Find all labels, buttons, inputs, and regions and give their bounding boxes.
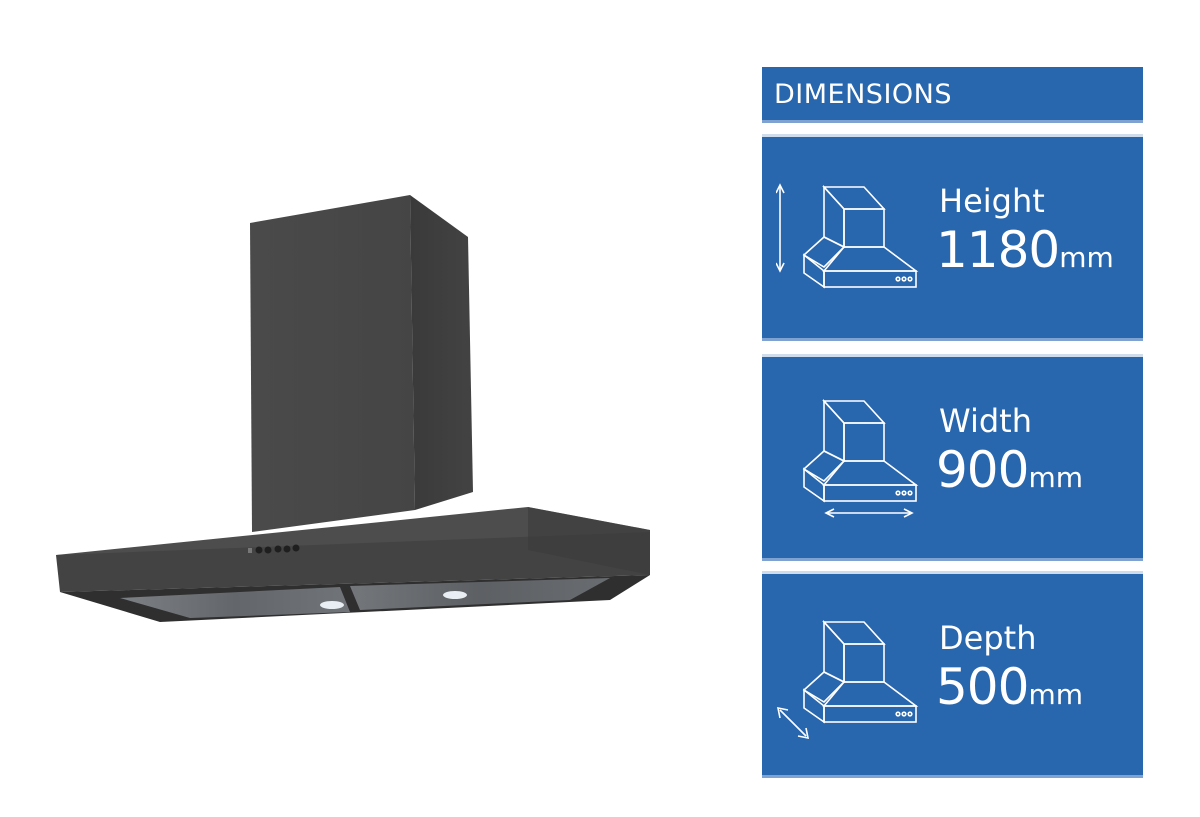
control-buttons [248, 544, 300, 554]
hood-width-arrow-icon [802, 398, 919, 518]
depth-value: 500mm [936, 658, 1083, 716]
divider [762, 571, 1143, 574]
divider [762, 354, 1143, 357]
dimension-height: Height 1180mm [762, 137, 1143, 341]
dimension-width: Width 900mm [762, 357, 1143, 561]
dimensions-header: DIMENSIONS [762, 67, 1143, 123]
depth-label: Depth [939, 619, 1037, 657]
range-hood-image [56, 195, 650, 622]
hood-depth-arrow-icon [776, 619, 919, 740]
hood-height-arrow-icon [776, 183, 919, 289]
width-label: Width [939, 402, 1032, 440]
dimensions-title: DIMENSIONS [774, 79, 952, 110]
dimension-depth: Depth 500mm [762, 574, 1143, 778]
width-value: 900mm [936, 441, 1083, 499]
height-value: 1180mm [936, 221, 1114, 279]
height-label: Height [939, 182, 1045, 220]
divider [762, 134, 1143, 137]
